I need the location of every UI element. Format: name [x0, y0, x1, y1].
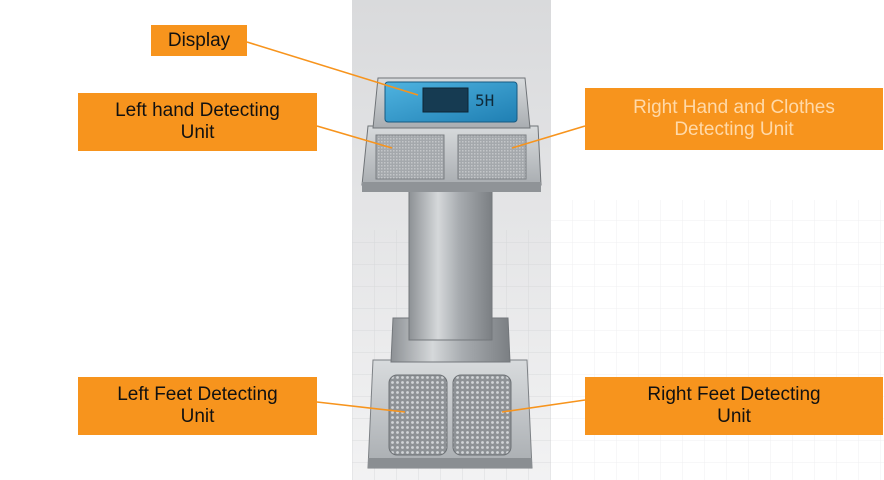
- right-hand-label: Right Hand and Clothes Detecting Unit: [585, 88, 883, 150]
- right-foot-mesh: [452, 374, 512, 456]
- display-label: Display: [151, 25, 247, 56]
- right-hand-pad: [457, 134, 527, 180]
- right-hand-leader: [511, 125, 586, 149]
- left-feet-label: Left Feet Detecting Unit: [78, 377, 317, 435]
- left-hand-pad: [375, 134, 445, 180]
- right-feet-label: Right Feet Detecting Unit: [585, 377, 883, 435]
- left-hand-label: Left hand Detecting Unit: [78, 93, 317, 151]
- column: [408, 189, 493, 341]
- hand-tray-lip: [362, 182, 541, 192]
- left-hand-leader: [316, 125, 393, 149]
- foot-base-front: [368, 458, 532, 468]
- lcd-screen: [422, 87, 469, 113]
- display-leader: [246, 41, 419, 96]
- left-feet-leader: [316, 401, 406, 413]
- right-feet-leader: [501, 399, 586, 413]
- display-readout: 5H: [475, 91, 494, 110]
- left-foot-mesh: [388, 374, 448, 456]
- floor-tiles-right: [551, 200, 884, 480]
